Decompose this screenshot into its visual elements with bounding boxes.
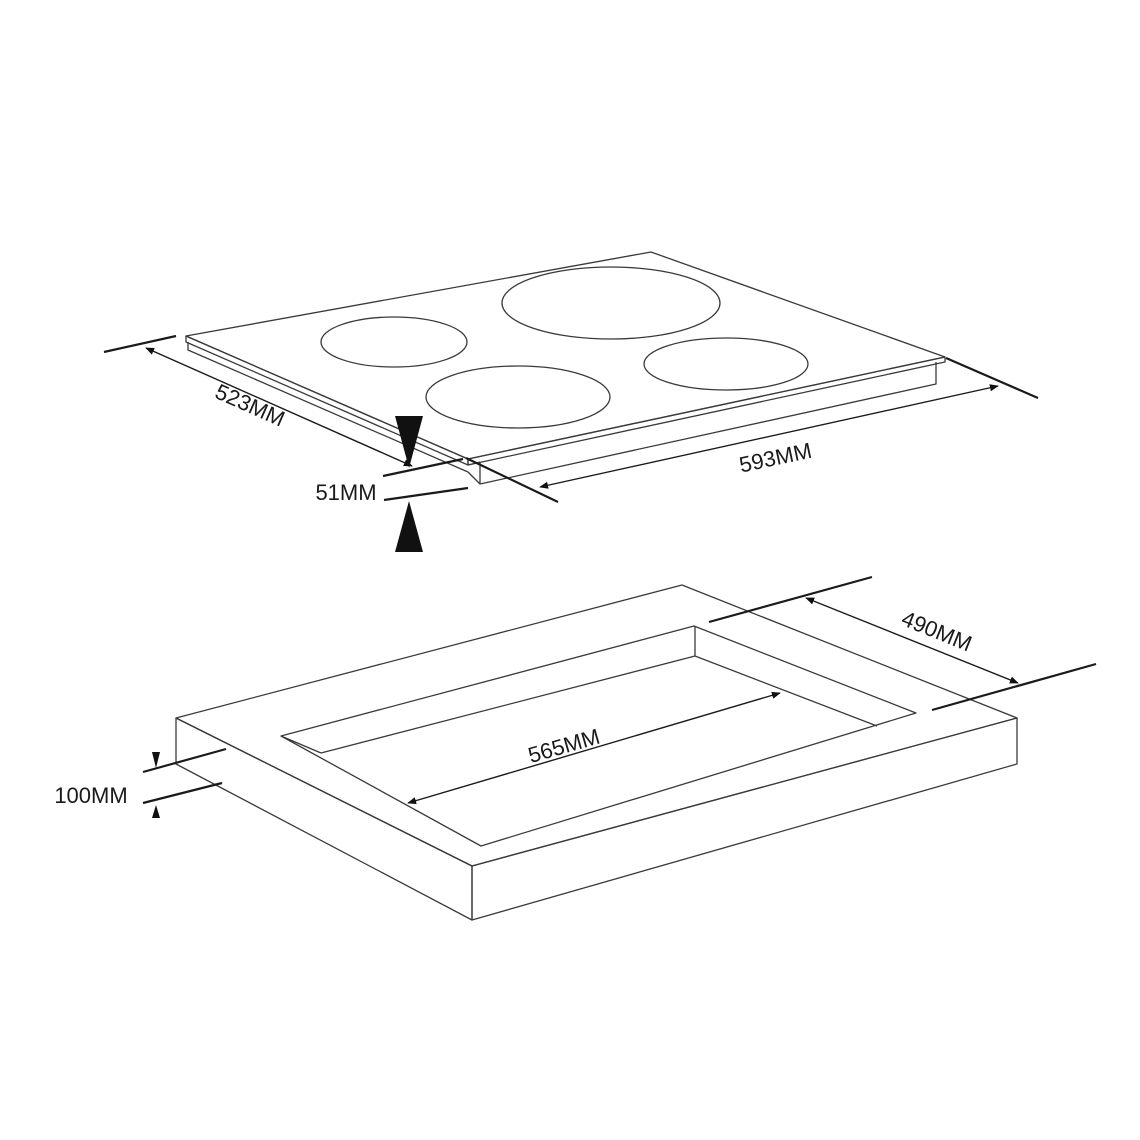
- dim-523-ext-rear: [103, 334, 177, 354]
- worktop-front-right: [471, 717, 1018, 921]
- dim-593-ext-left: [465, 457, 559, 503]
- dim-100-ext-bottom: [142, 781, 223, 805]
- dim-523-ext-front: [382, 457, 464, 478]
- hob-glass-top: [185, 251, 946, 460]
- dim-490-line: [805, 597, 1019, 684]
- dim-100-arrow-top: [152, 752, 160, 768]
- dim-593-label: 593MM: [737, 438, 814, 478]
- dim-100-label: 100MM: [54, 783, 127, 808]
- dim-523-label: 523MM: [211, 379, 288, 432]
- hob-burner-rear-left: [320, 316, 468, 368]
- hob-burner-rear-right: [501, 266, 721, 340]
- dim-490-label: 490MM: [898, 606, 975, 657]
- dim-490-ext-rear: [708, 575, 873, 624]
- cutout-inner-wall-left: [280, 735, 322, 754]
- cutout-opening: [280, 625, 917, 847]
- cutout-inner-wall-right: [694, 655, 878, 727]
- cutout-inner-wall-back: [320, 626, 696, 754]
- hob-body-base: [467, 471, 481, 485]
- dim-565-label: 565MM: [525, 724, 602, 768]
- hob-burner-front-left: [425, 365, 611, 429]
- hob-drawing: 523MM 593MM 51MM: [103, 251, 1039, 552]
- worktop-top: [175, 584, 1018, 867]
- dim-51-arrow-bottom: [395, 501, 423, 552]
- worktop-front-left: [175, 717, 473, 921]
- cutout-drawing: 490MM 565MM 100MM: [54, 575, 1097, 921]
- hob-glass-edge-right: [467, 356, 946, 466]
- dim-100-ext-top: [142, 747, 227, 774]
- hob-burner-front-right: [643, 337, 809, 391]
- dim-565-line: [407, 691, 781, 805]
- dim-490-ext-front: [931, 662, 1097, 712]
- dim-523-line: [145, 347, 413, 467]
- dim-100-arrow-bottom: [152, 805, 160, 818]
- dim-51-label: 51MM: [315, 480, 376, 505]
- hob-body-right: [479, 362, 937, 485]
- hob-body-step: [467, 461, 481, 466]
- dim-51-arrow-top: [395, 416, 423, 468]
- dim-593-line: [539, 384, 999, 489]
- dim-593-ext-right: [945, 356, 1039, 400]
- dim-51-ext-bottom: [383, 486, 469, 502]
